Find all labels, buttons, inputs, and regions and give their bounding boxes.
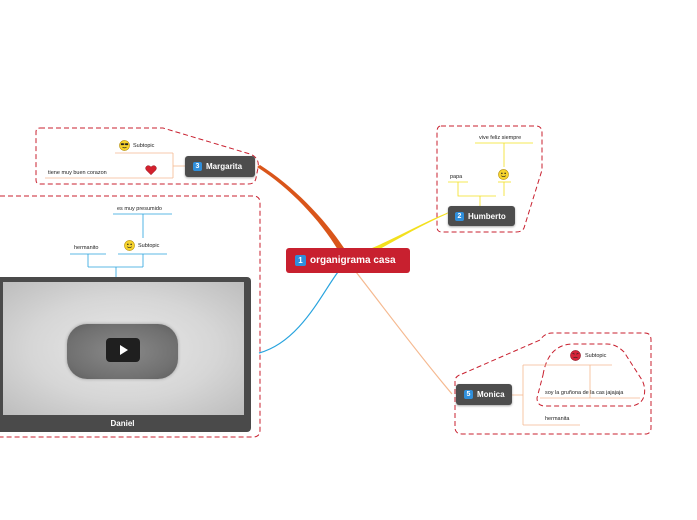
branch-daniel: [258, 271, 339, 354]
play-button[interactable]: [106, 338, 140, 362]
sunglasses-smiley-icon: [119, 140, 130, 151]
root-label: organigrama casa: [310, 255, 396, 266]
branch-humberto: [372, 212, 449, 250]
heart-icon: [145, 165, 157, 176]
humberto-label: Humberto: [468, 211, 506, 221]
monica-connectors: [512, 364, 640, 426]
margarita-child-subtopic[interactable]: Subtopic: [133, 143, 155, 149]
daniel-label: Daniel: [110, 419, 135, 428]
margarita-label: Margarita: [206, 162, 243, 171]
monica-child-grunona[interactable]: soy la gruñona de la cas jajajaja: [545, 390, 624, 396]
monica-number-badge: 5: [464, 390, 473, 399]
boundary-humberto: [436, 125, 543, 233]
monica-label: Monica: [477, 390, 505, 399]
root-number-badge: 1: [295, 255, 306, 266]
node-daniel-video[interactable]: Daniel: [0, 277, 251, 432]
margarita-child-corazon[interactable]: tiene muy buen corazon: [48, 170, 107, 176]
node-margarita[interactable]: 3 Margarita: [185, 156, 255, 177]
boundary-monica: [454, 332, 652, 435]
angry-face-icon: [570, 350, 581, 361]
root-node[interactable]: 1 organigrama casa: [286, 248, 410, 273]
monica-child-subtopic[interactable]: Subtopic: [585, 353, 607, 359]
node-humberto[interactable]: 2 Humberto: [448, 206, 515, 226]
margarita-connectors: [45, 152, 185, 179]
boundary-daniel: [0, 195, 261, 438]
video-screen: [3, 282, 244, 415]
branch-monica: [355, 271, 453, 395]
node-monica[interactable]: 5 Monica: [456, 384, 512, 405]
daniel-child-presumido[interactable]: es muy presumido: [117, 206, 162, 212]
humberto-child-papa[interactable]: papa: [450, 174, 463, 180]
daniel-child-subtopic[interactable]: Subtopic: [138, 243, 160, 249]
branch-margarita: [257, 165, 344, 250]
monica-child-hermanita[interactable]: hermanita: [545, 416, 570, 422]
humberto-number-badge: 2: [455, 211, 464, 221]
margarita-number-badge: 3: [193, 162, 202, 171]
daniel-child-hermanito[interactable]: hermanito: [74, 245, 99, 251]
humberto-child-vive[interactable]: vive feliz siempre: [479, 135, 522, 141]
humberto-smiley-icon: [498, 169, 509, 180]
boundary-margarita: [35, 127, 259, 185]
daniel-connectors: [70, 213, 172, 278]
play-icon: [120, 345, 128, 355]
daniel-smiley-icon: [124, 240, 135, 251]
